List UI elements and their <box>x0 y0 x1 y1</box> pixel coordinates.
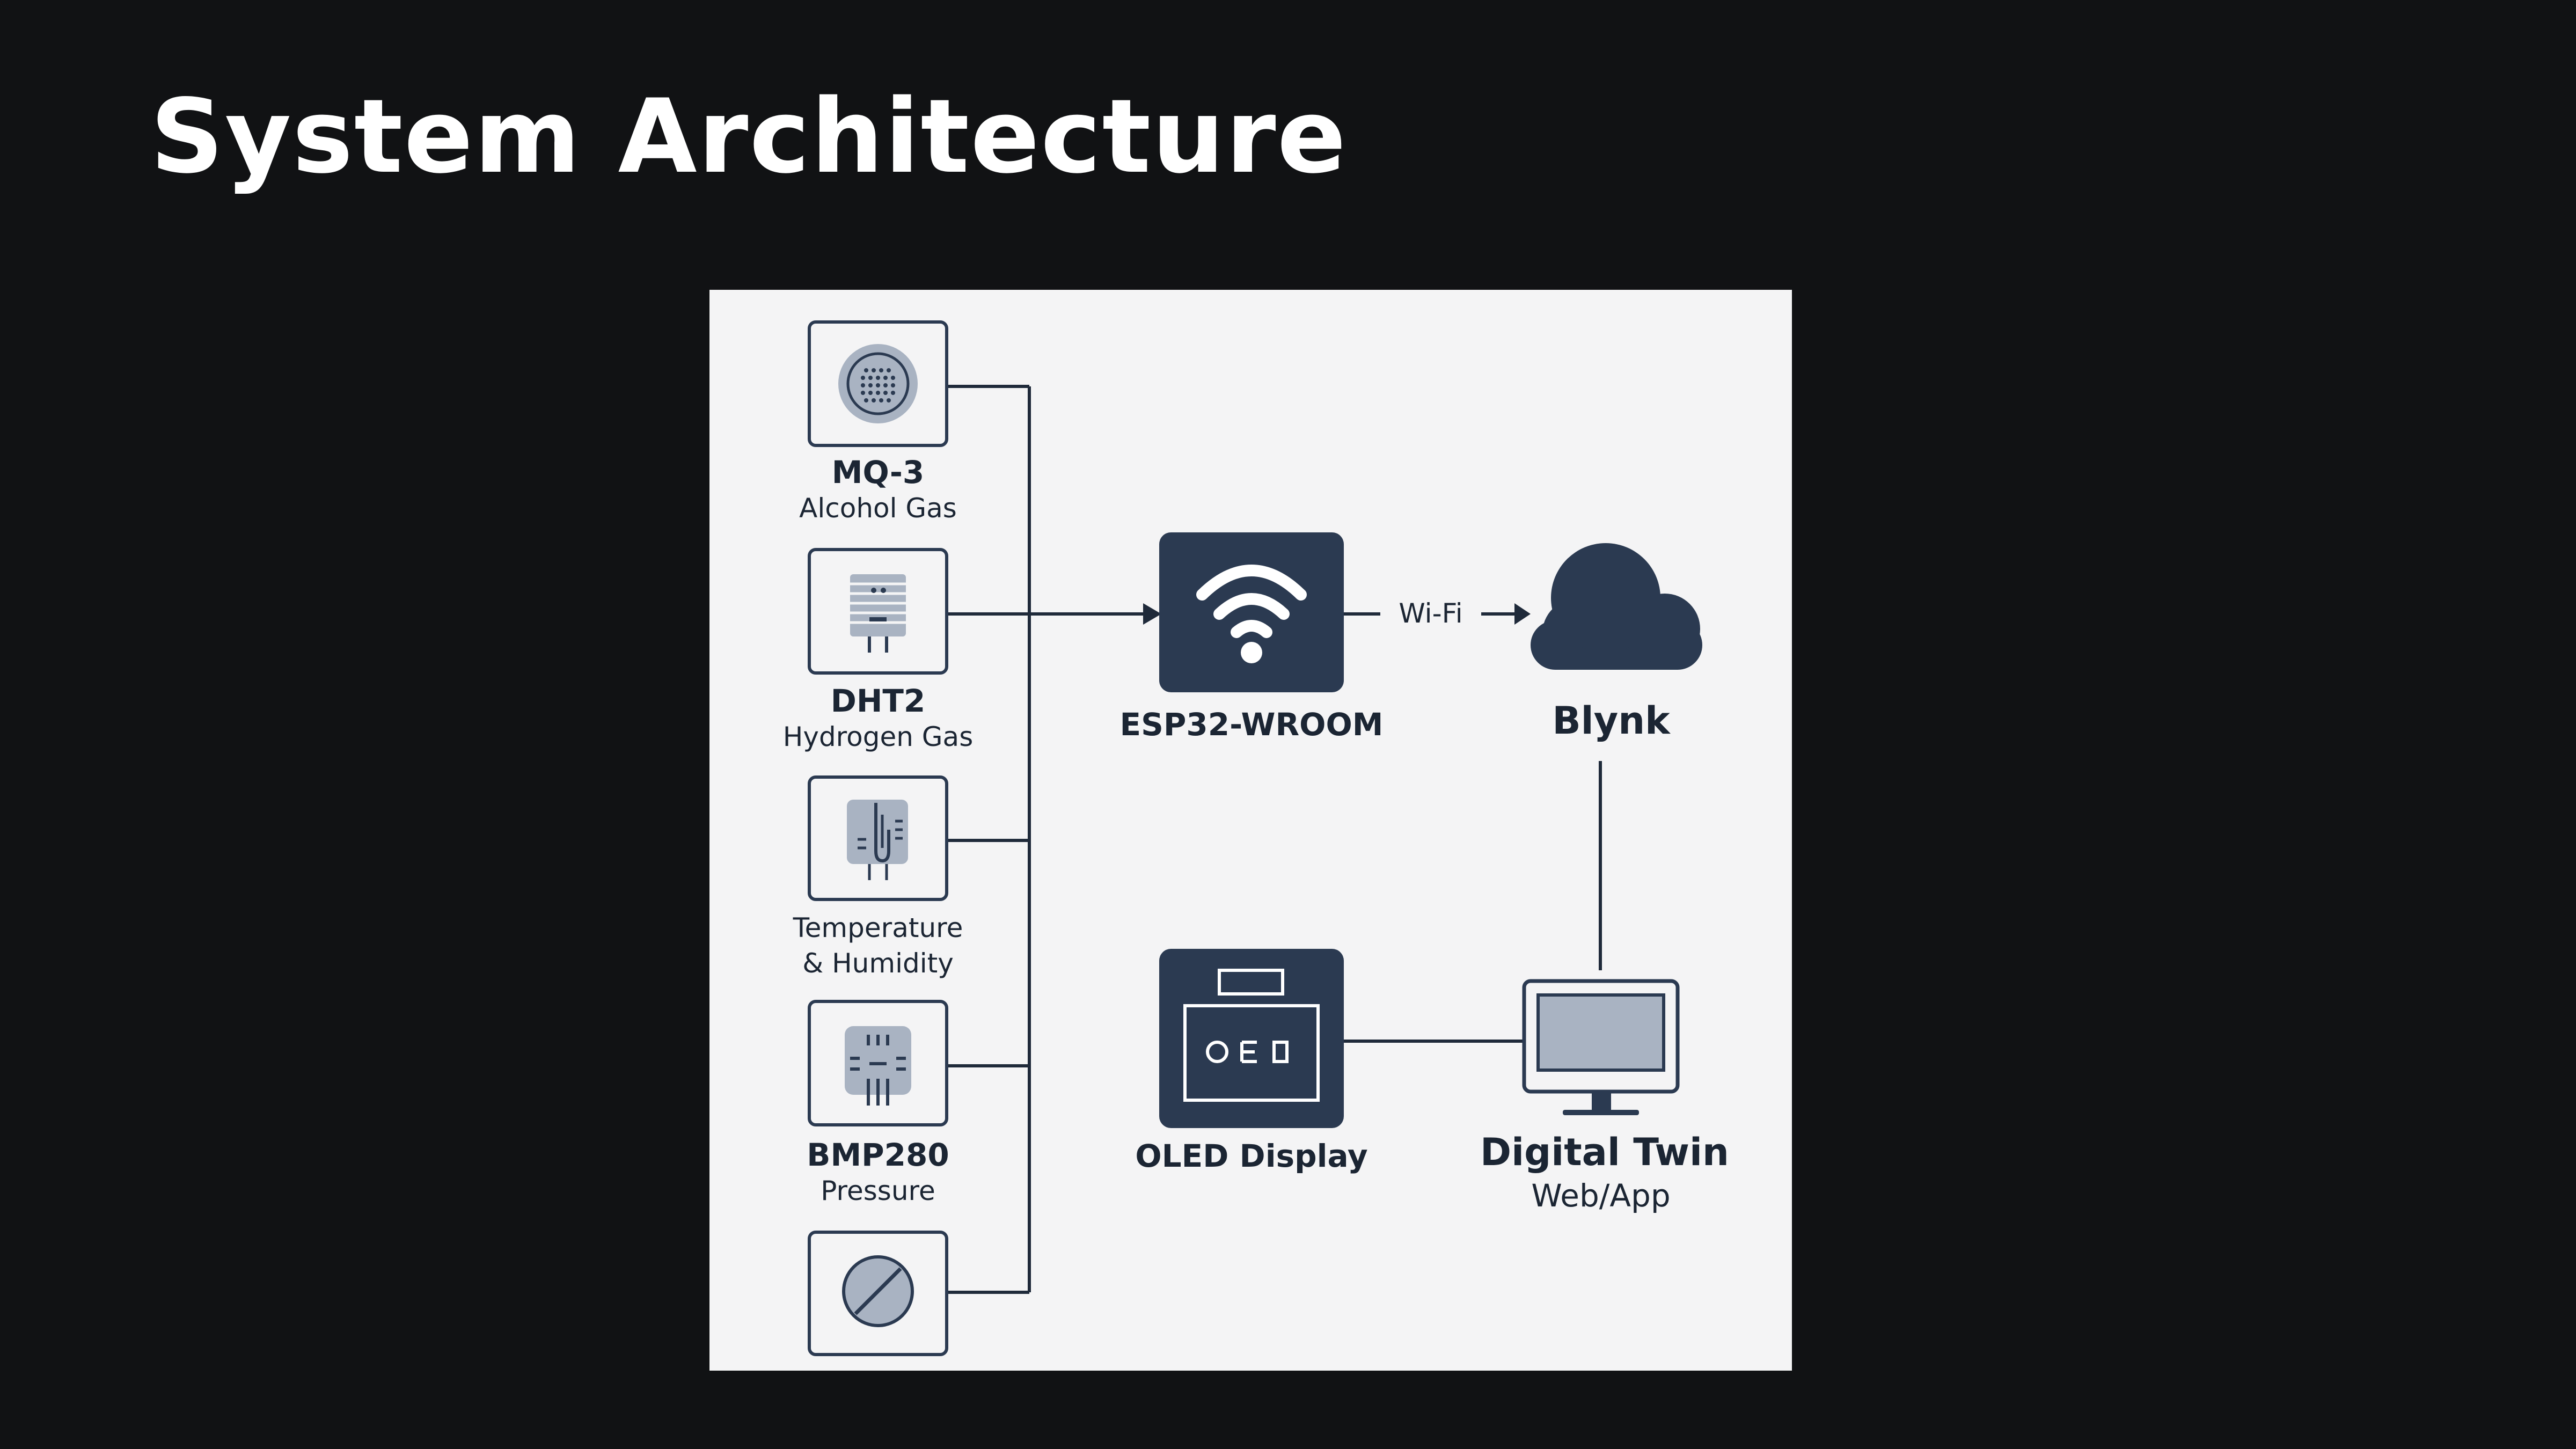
digital-twin-sub-label: Web/App <box>1531 1177 1671 1214</box>
sensor-name-bmp280: BMP280 <box>807 1137 949 1173</box>
sensor-desc-temperature: Temperature <box>793 912 963 943</box>
diagram-canvas <box>808 320 1702 1356</box>
sensor-desc-humidity: & Humidity <box>802 948 954 979</box>
oled-icon <box>1159 949 1344 1128</box>
esp32-label: ESP32-WROOM <box>1119 706 1384 743</box>
wifi-arrow <box>1342 603 1531 625</box>
sensor-bus-lines <box>948 385 1031 1294</box>
gas-sensor-icon <box>808 320 948 447</box>
sensor-desc-mq3: Alcohol Gas <box>799 493 957 524</box>
dht-sensor-icon <box>808 548 948 675</box>
sensor-desc-bmp280: Pressure <box>821 1175 935 1206</box>
monitor-icon <box>1522 979 1680 1115</box>
oled-label: OLED Display <box>1135 1138 1368 1174</box>
cloud-icon <box>1531 543 1702 670</box>
chip-icon <box>808 1000 948 1126</box>
bus-to-esp32-arrow <box>1029 603 1161 625</box>
thermometer-icon <box>808 775 948 901</box>
slide-title: System Architecture <box>150 77 1348 196</box>
digital-twin-label: Digital Twin <box>1480 1130 1729 1174</box>
sensor-desc-dht2: Hydrogen Gas <box>782 721 974 752</box>
sensor-name-dht2: DHT2 <box>830 683 926 719</box>
wifi-link-label: Wi-Fi <box>1399 598 1463 629</box>
slashed-circle-icon <box>808 1231 948 1356</box>
sensor-name-mq3: MQ-3 <box>831 454 925 491</box>
architecture-diagram: MQ-3 Alcohol Gas DHT2 Hydrogen Gas Tempe… <box>709 290 1792 1371</box>
blynk-label: Blynk <box>1552 699 1670 743</box>
wifi-icon <box>1159 532 1344 692</box>
